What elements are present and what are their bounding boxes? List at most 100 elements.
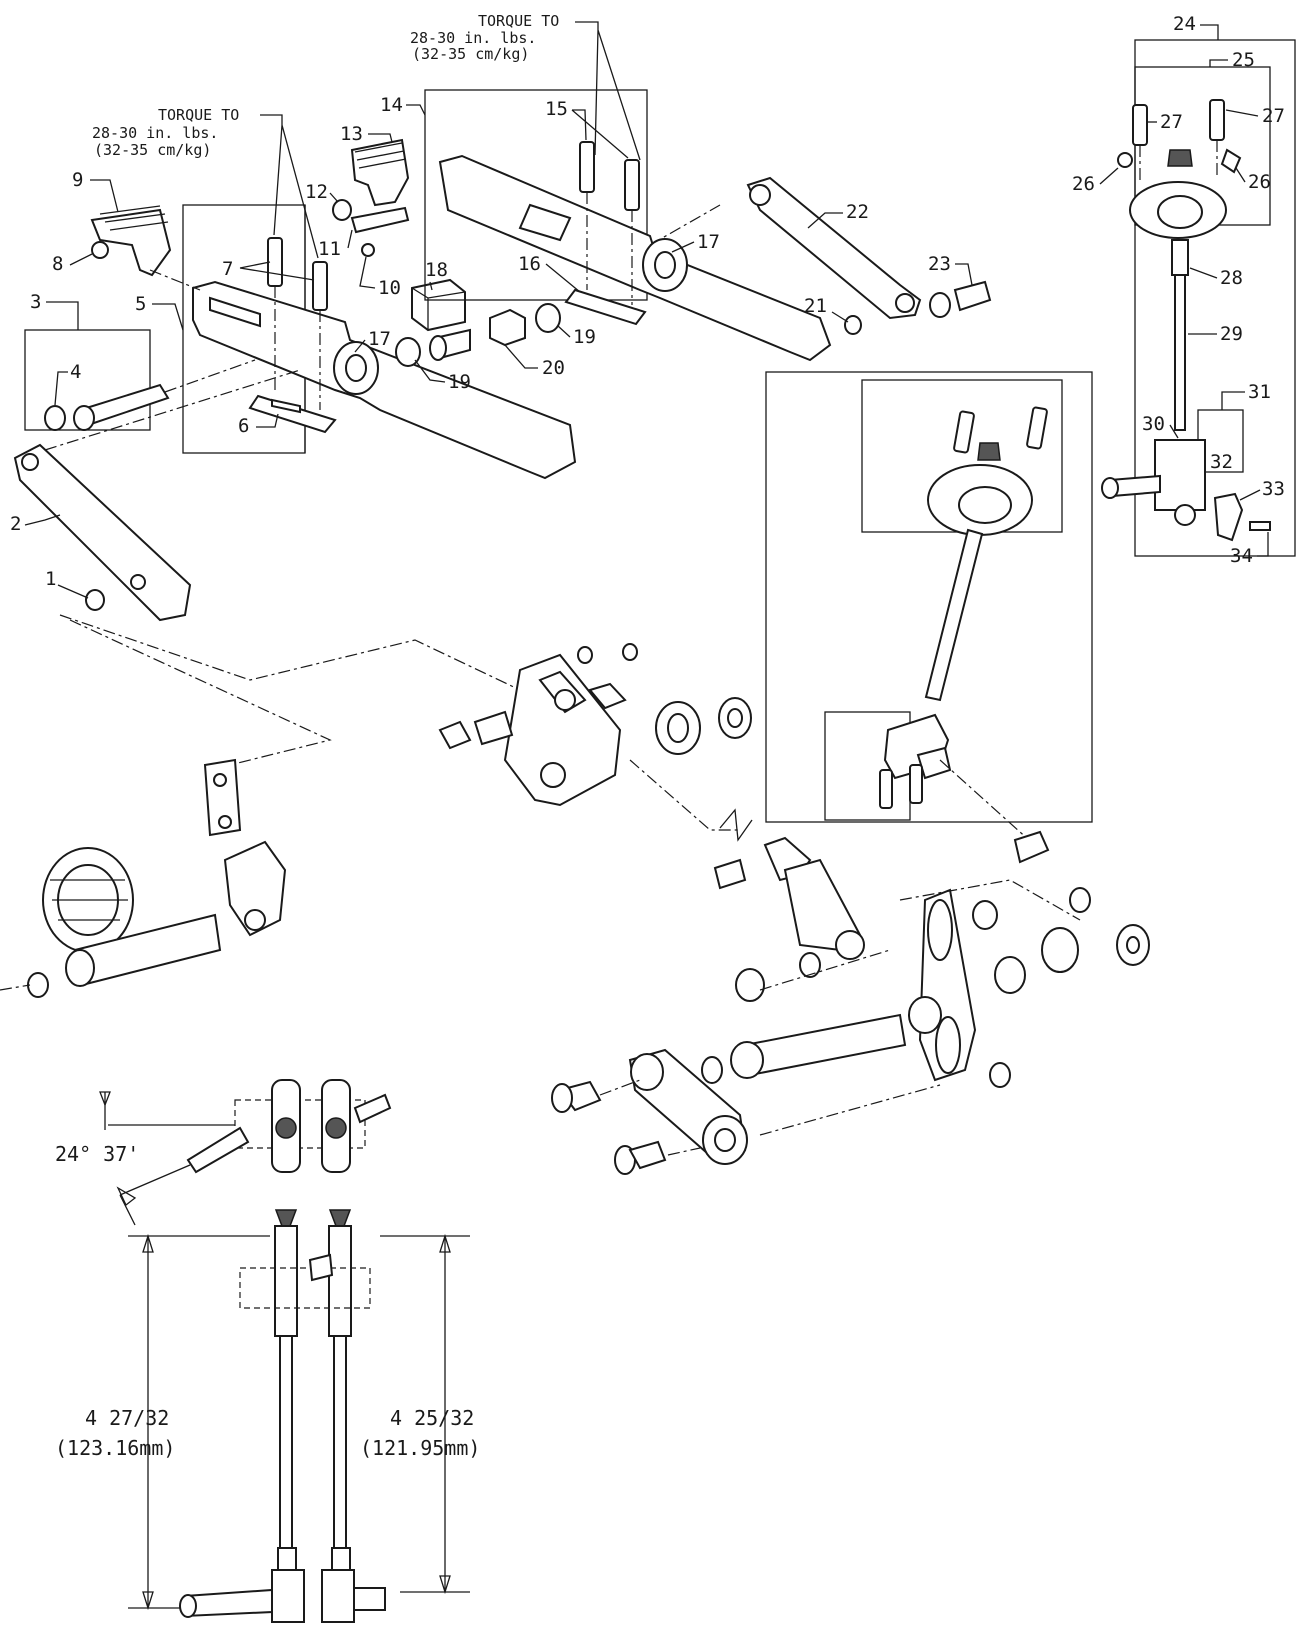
- callout-7: 7: [222, 258, 233, 280]
- clamp-bottom-a: [271, 1569, 305, 1623]
- bushing-19b: [535, 303, 561, 333]
- screw-7a: [267, 237, 283, 287]
- detail-box-assembly: [765, 371, 1093, 864]
- lever-2: [13, 443, 192, 622]
- rod-long-a: [279, 1335, 293, 1552]
- bolt-20: [489, 308, 526, 347]
- svg-text:28-30 in. lbs.: 28-30 in. lbs.: [410, 29, 536, 47]
- callout-25: 25: [1232, 49, 1255, 71]
- feed-rock-bracket: [503, 653, 622, 807]
- callout-20: 20: [542, 357, 565, 379]
- rod-29: [1174, 274, 1186, 431]
- callout-14: 14: [380, 94, 403, 116]
- callout-21: 21: [804, 295, 827, 317]
- callout-26b: 26: [1248, 171, 1271, 193]
- dimension-right-fraction: 4 25/32: [390, 1406, 474, 1430]
- svg-text:TORQUE TO: TORQUE TO: [158, 106, 239, 124]
- callout-28: 28: [1220, 267, 1243, 289]
- dimension-left-metric: (123.16mm): [55, 1436, 175, 1460]
- screw-15a: [579, 141, 595, 193]
- angled-shaft: [186, 1126, 250, 1174]
- callout-30: 30: [1142, 413, 1165, 435]
- callout-6: 6: [238, 415, 249, 437]
- callout-2: 2: [10, 513, 21, 535]
- clamp-30: [1154, 439, 1206, 511]
- shaft-lower: [743, 1013, 907, 1077]
- bracket-33: [1213, 492, 1244, 542]
- lever-2-group: [13, 369, 301, 622]
- screw-21: [844, 315, 862, 335]
- callout-15: 15: [545, 98, 568, 120]
- callout-3: 3: [30, 291, 41, 313]
- screw-center: [438, 720, 472, 750]
- bottom-detail: [99, 1079, 470, 1623]
- screw-8: [91, 241, 109, 259]
- clamp-bottom-b: [321, 1569, 355, 1623]
- plate-16: [564, 288, 647, 326]
- callout-18: 18: [425, 259, 448, 281]
- torque-note-top: TORQUE TO 28-30 in. lbs. (32-35 cm/kg): [410, 12, 641, 161]
- callout-5: 5: [135, 293, 146, 315]
- needle-bar-assembly: [1101, 39, 1296, 557]
- callout-17b: 17: [697, 231, 720, 253]
- feed-bar-slot: [209, 296, 261, 328]
- adjust-knob: [1167, 149, 1193, 167]
- svg-text:(32-35 cm/kg): (32-35 cm/kg): [412, 45, 529, 63]
- collar-28: [1171, 239, 1189, 276]
- callout-8: 8: [52, 253, 63, 275]
- screw-10: [361, 243, 375, 257]
- screw-15b: [624, 159, 640, 211]
- feed-dog-9: [90, 208, 172, 277]
- screw-26a: [1117, 152, 1133, 168]
- callout-31: 31: [1248, 381, 1271, 403]
- callout-16: 16: [518, 253, 541, 275]
- screw-27a: [1132, 104, 1148, 146]
- callout-17: 17: [368, 328, 391, 350]
- washer-4: [44, 405, 66, 431]
- screw-12: [332, 199, 352, 221]
- rod-upper-b: [328, 1225, 352, 1337]
- detail-rod: [924, 528, 984, 702]
- dimension-left-fraction: 4 27/32: [85, 1406, 169, 1430]
- callout-24: 24: [1173, 13, 1196, 35]
- screw-27b: [1209, 99, 1225, 141]
- feed-bar-assembly-left: [24, 138, 577, 480]
- svg-text:28-30 in. lbs.: 28-30 in. lbs.: [92, 124, 218, 142]
- screw-7b: [312, 261, 328, 311]
- rod-upper-a: [274, 1225, 298, 1337]
- callout-1: 1: [45, 568, 56, 590]
- angle-label: 24° 37': [55, 1142, 139, 1166]
- feed-bar-assembly-right: [424, 89, 992, 362]
- callout-19: 19: [448, 371, 471, 393]
- svg-text:TORQUE TO: TORQUE TO: [478, 12, 559, 30]
- callout-10: 10: [378, 277, 401, 299]
- washer-left: [27, 972, 49, 998]
- center-mechanism: [0, 614, 1150, 1175]
- slide-block: [1013, 830, 1050, 864]
- callout-29: 29: [1220, 323, 1243, 345]
- torque-note-left: TORQUE TO 28-30 in. lbs. (32-35 cm/kg): [92, 106, 319, 259]
- callout-23: 23: [928, 253, 951, 275]
- callout-11: 11: [318, 238, 341, 260]
- rod-long-b: [333, 1335, 347, 1552]
- callout-9: 9: [72, 169, 83, 191]
- callout-27b: 27: [1262, 105, 1285, 127]
- bushing-19a: [395, 337, 421, 367]
- bracket-11: [350, 206, 410, 234]
- callout-27: 27: [1160, 111, 1183, 133]
- callout-32: 32: [1210, 451, 1233, 473]
- screw-34: [1249, 521, 1271, 531]
- callout-33: 33: [1262, 478, 1285, 500]
- dimension-right-metric: (121.95mm): [360, 1436, 480, 1460]
- box-group-14: [424, 89, 648, 301]
- callout-labels: 1 2 3 4 5 6 7 8 9 10 11 12 13 14 15 16 1…: [10, 13, 1285, 599]
- link-22: [746, 176, 922, 320]
- feed-dog-13: [350, 138, 410, 207]
- screw-1: [85, 589, 105, 611]
- callout-22: 22: [846, 201, 869, 223]
- crank-left: [223, 840, 287, 937]
- callout-4: 4: [70, 361, 81, 383]
- callout-12: 12: [305, 181, 328, 203]
- callout-34: 34: [1230, 545, 1253, 567]
